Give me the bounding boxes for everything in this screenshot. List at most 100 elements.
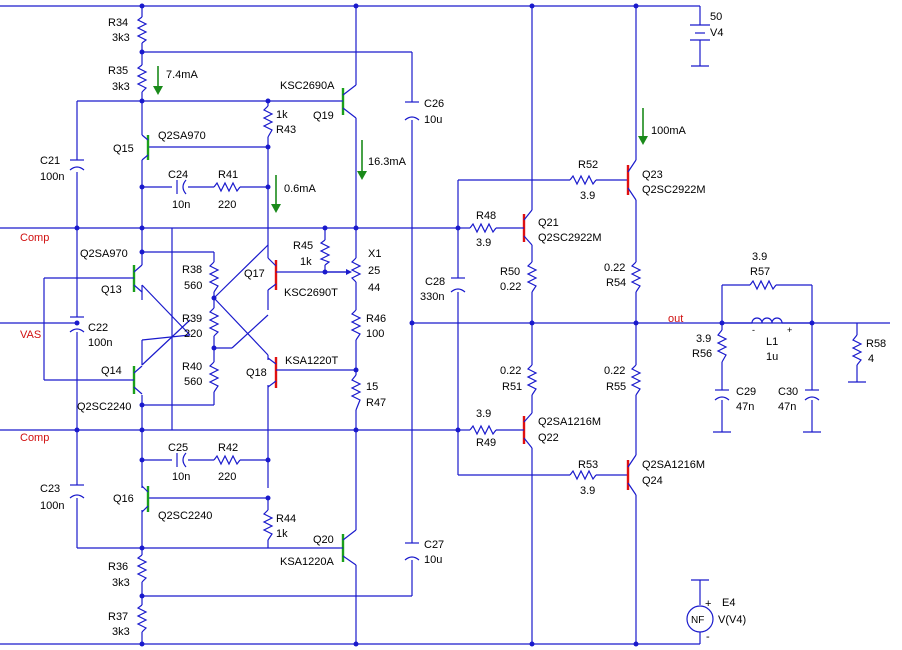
capacitor-c21 xyxy=(69,159,85,171)
resistor-r58 xyxy=(851,334,863,366)
label-c23: C23 xyxy=(40,483,60,495)
resistor-r54 xyxy=(630,261,642,293)
label-q18: Q18 xyxy=(246,367,267,379)
value-r45: 1k xyxy=(300,256,312,268)
label-q23: Q23 xyxy=(642,169,663,181)
label-r34: R34 xyxy=(108,17,128,29)
label-c25: C25 xyxy=(168,442,188,454)
resistor-r53 xyxy=(569,469,597,481)
value-l1: 1u xyxy=(766,351,778,363)
value-r46: 100 xyxy=(366,328,384,340)
resistor-r50 xyxy=(526,261,538,293)
labels: R34 3k3 R35 3k3 7.4mA KSC2690A Q19 1k R4… xyxy=(20,11,886,643)
resistor-r47 xyxy=(350,374,362,411)
current-arrow-icon xyxy=(153,66,163,95)
label-r38: R38 xyxy=(182,264,202,276)
transistor-q16 xyxy=(141,485,150,513)
value-r52: 3.9 xyxy=(580,190,595,202)
label-q2sc2240-mid: Q2SC2240 xyxy=(77,401,131,413)
resistor-r34 xyxy=(136,16,148,44)
resistor-r38 xyxy=(208,261,220,293)
wires xyxy=(0,5,890,645)
value-e4: V(V4) xyxy=(718,614,746,626)
transistor-q18 xyxy=(267,357,356,388)
label-ksa1220a: KSA1220A xyxy=(280,556,334,568)
label-l1: L1 xyxy=(766,336,778,348)
resistor-x1 xyxy=(350,257,362,283)
label-r40: R40 xyxy=(182,361,202,373)
resistor-r48 xyxy=(469,222,497,234)
label-q2sc2240-bottom: Q2SC2240 xyxy=(158,510,212,522)
label-q2sc2922m-top: Q2SC2922M xyxy=(642,184,706,196)
capacitor-c27 xyxy=(404,542,420,561)
label-r36: R36 xyxy=(108,561,128,573)
capacitor-c28 xyxy=(450,277,466,293)
value-r53: 3.9 xyxy=(580,485,595,497)
value-r39: 220 xyxy=(184,328,202,340)
net-vas: VAS xyxy=(20,329,41,341)
label-c22: C22 xyxy=(88,322,108,334)
label-r51: R51 xyxy=(502,381,522,393)
value-c22: 100n xyxy=(88,337,112,349)
transistor-q24 xyxy=(626,454,637,496)
current-0-6ma: 0.6mA xyxy=(284,183,316,195)
net-out: out xyxy=(668,313,683,325)
current-16-3ma: 16.3mA xyxy=(368,156,407,168)
value-c21: 100n xyxy=(40,171,64,183)
e4-plus: + xyxy=(705,598,711,610)
label-c24: C24 xyxy=(168,169,188,181)
resistor-r43 xyxy=(262,105,274,138)
label-q17: Q17 xyxy=(244,268,265,280)
label-50v: 50 xyxy=(710,11,722,23)
value-r36: 3k3 xyxy=(112,577,130,589)
label-r52: R52 xyxy=(578,159,598,171)
label-r55: R55 xyxy=(606,381,626,393)
label-e4: E4 xyxy=(722,597,735,609)
current-arrow-icon xyxy=(271,175,281,213)
value-x1-a: 25 xyxy=(368,265,380,277)
l1-plus: + xyxy=(787,325,792,335)
label-ksc2690t: KSC2690T xyxy=(284,287,338,299)
transistor-q20 xyxy=(340,529,357,566)
label-r48: R48 xyxy=(476,210,496,222)
value-r48: 3.9 xyxy=(476,237,491,249)
value-x1-b: 44 xyxy=(368,282,380,294)
label-r50: R50 xyxy=(500,266,520,278)
current-arrow-icon xyxy=(357,140,367,180)
label-q15: Q15 xyxy=(113,143,134,155)
label-v4: V4 xyxy=(710,27,723,39)
label-c27: C27 xyxy=(424,539,444,551)
e4-nf-source xyxy=(686,605,714,633)
current-arrow-icon xyxy=(638,108,648,145)
capacitor-c23 xyxy=(69,484,85,499)
label-q14: Q14 xyxy=(101,365,122,377)
transistor-q19 xyxy=(340,84,357,119)
capacitor-c26 xyxy=(404,101,420,121)
resistor-r36 xyxy=(136,554,148,583)
value-r41: 220 xyxy=(218,199,236,211)
resistor-r46 xyxy=(350,309,362,341)
resistor-r37 xyxy=(136,604,148,633)
l1-minus: - xyxy=(752,325,755,335)
current-7-4ma: 7.4mA xyxy=(166,69,198,81)
value-c29: 47n xyxy=(736,401,754,413)
value-r54: 0.22 xyxy=(604,262,625,274)
label-r41: R41 xyxy=(218,169,238,181)
value-c24: 10n xyxy=(172,199,190,211)
resistor-r56 xyxy=(716,329,728,363)
label-r57: R57 xyxy=(750,266,770,278)
resistors xyxy=(136,16,863,633)
label-q2sa1216m-mid: Q2SA1216M xyxy=(538,416,601,428)
value-r50: 0.22 xyxy=(500,281,521,293)
label-q2sa970-top: Q2SA970 xyxy=(158,130,206,142)
value-c26: 10u xyxy=(424,114,442,126)
label-c30: C30 xyxy=(778,386,798,398)
resistor-r40 xyxy=(208,361,220,393)
resistor-r52 xyxy=(569,174,597,186)
transistor-q23 xyxy=(626,159,637,201)
label-r49: R49 xyxy=(476,437,496,449)
label-q20: Q20 xyxy=(313,534,334,546)
value-r42: 220 xyxy=(218,471,236,483)
value-r43: 1k xyxy=(276,109,288,121)
